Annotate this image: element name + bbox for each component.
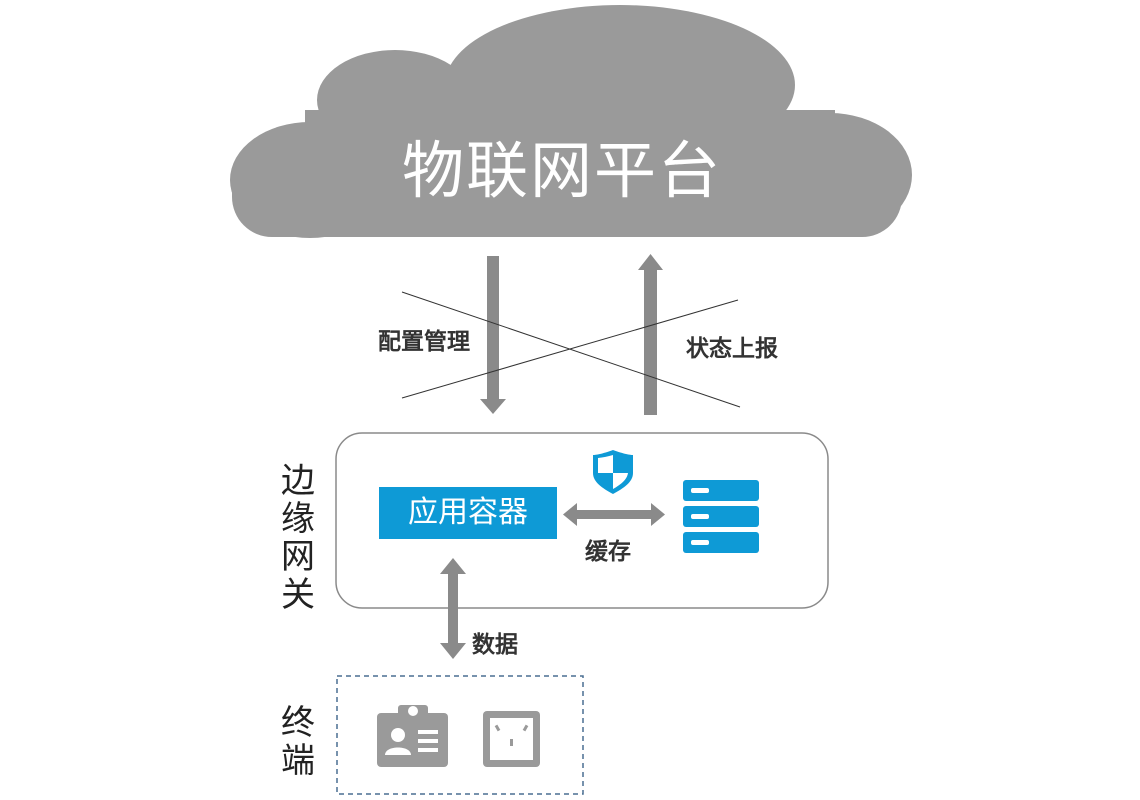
config-management-label: 配置管理 bbox=[378, 329, 470, 355]
cross-lines bbox=[401, 291, 741, 408]
cloud-shape bbox=[230, 5, 912, 238]
cache-label: 缓存 bbox=[585, 539, 631, 565]
platform-title: 物联网平台 bbox=[401, 134, 722, 207]
status-report-label: 状态上报 bbox=[686, 336, 778, 362]
status-arrow bbox=[638, 254, 663, 415]
cache-double-arrow bbox=[563, 503, 665, 526]
app-container-box: 应用容器 bbox=[379, 487, 557, 539]
power-socket-icon bbox=[483, 711, 540, 767]
id-badge-icon bbox=[377, 705, 448, 767]
config-arrow bbox=[480, 256, 506, 414]
data-label: 数据 bbox=[472, 632, 518, 658]
data-double-arrow bbox=[440, 558, 466, 659]
shield-icon bbox=[593, 450, 633, 494]
server-stack-icon bbox=[683, 480, 759, 553]
terminal-box bbox=[336, 675, 584, 795]
edge-gateway-label: 边缘网关 bbox=[281, 461, 315, 615]
edge-gateway-box bbox=[335, 432, 829, 609]
terminal-label: 终端 bbox=[281, 703, 315, 781]
